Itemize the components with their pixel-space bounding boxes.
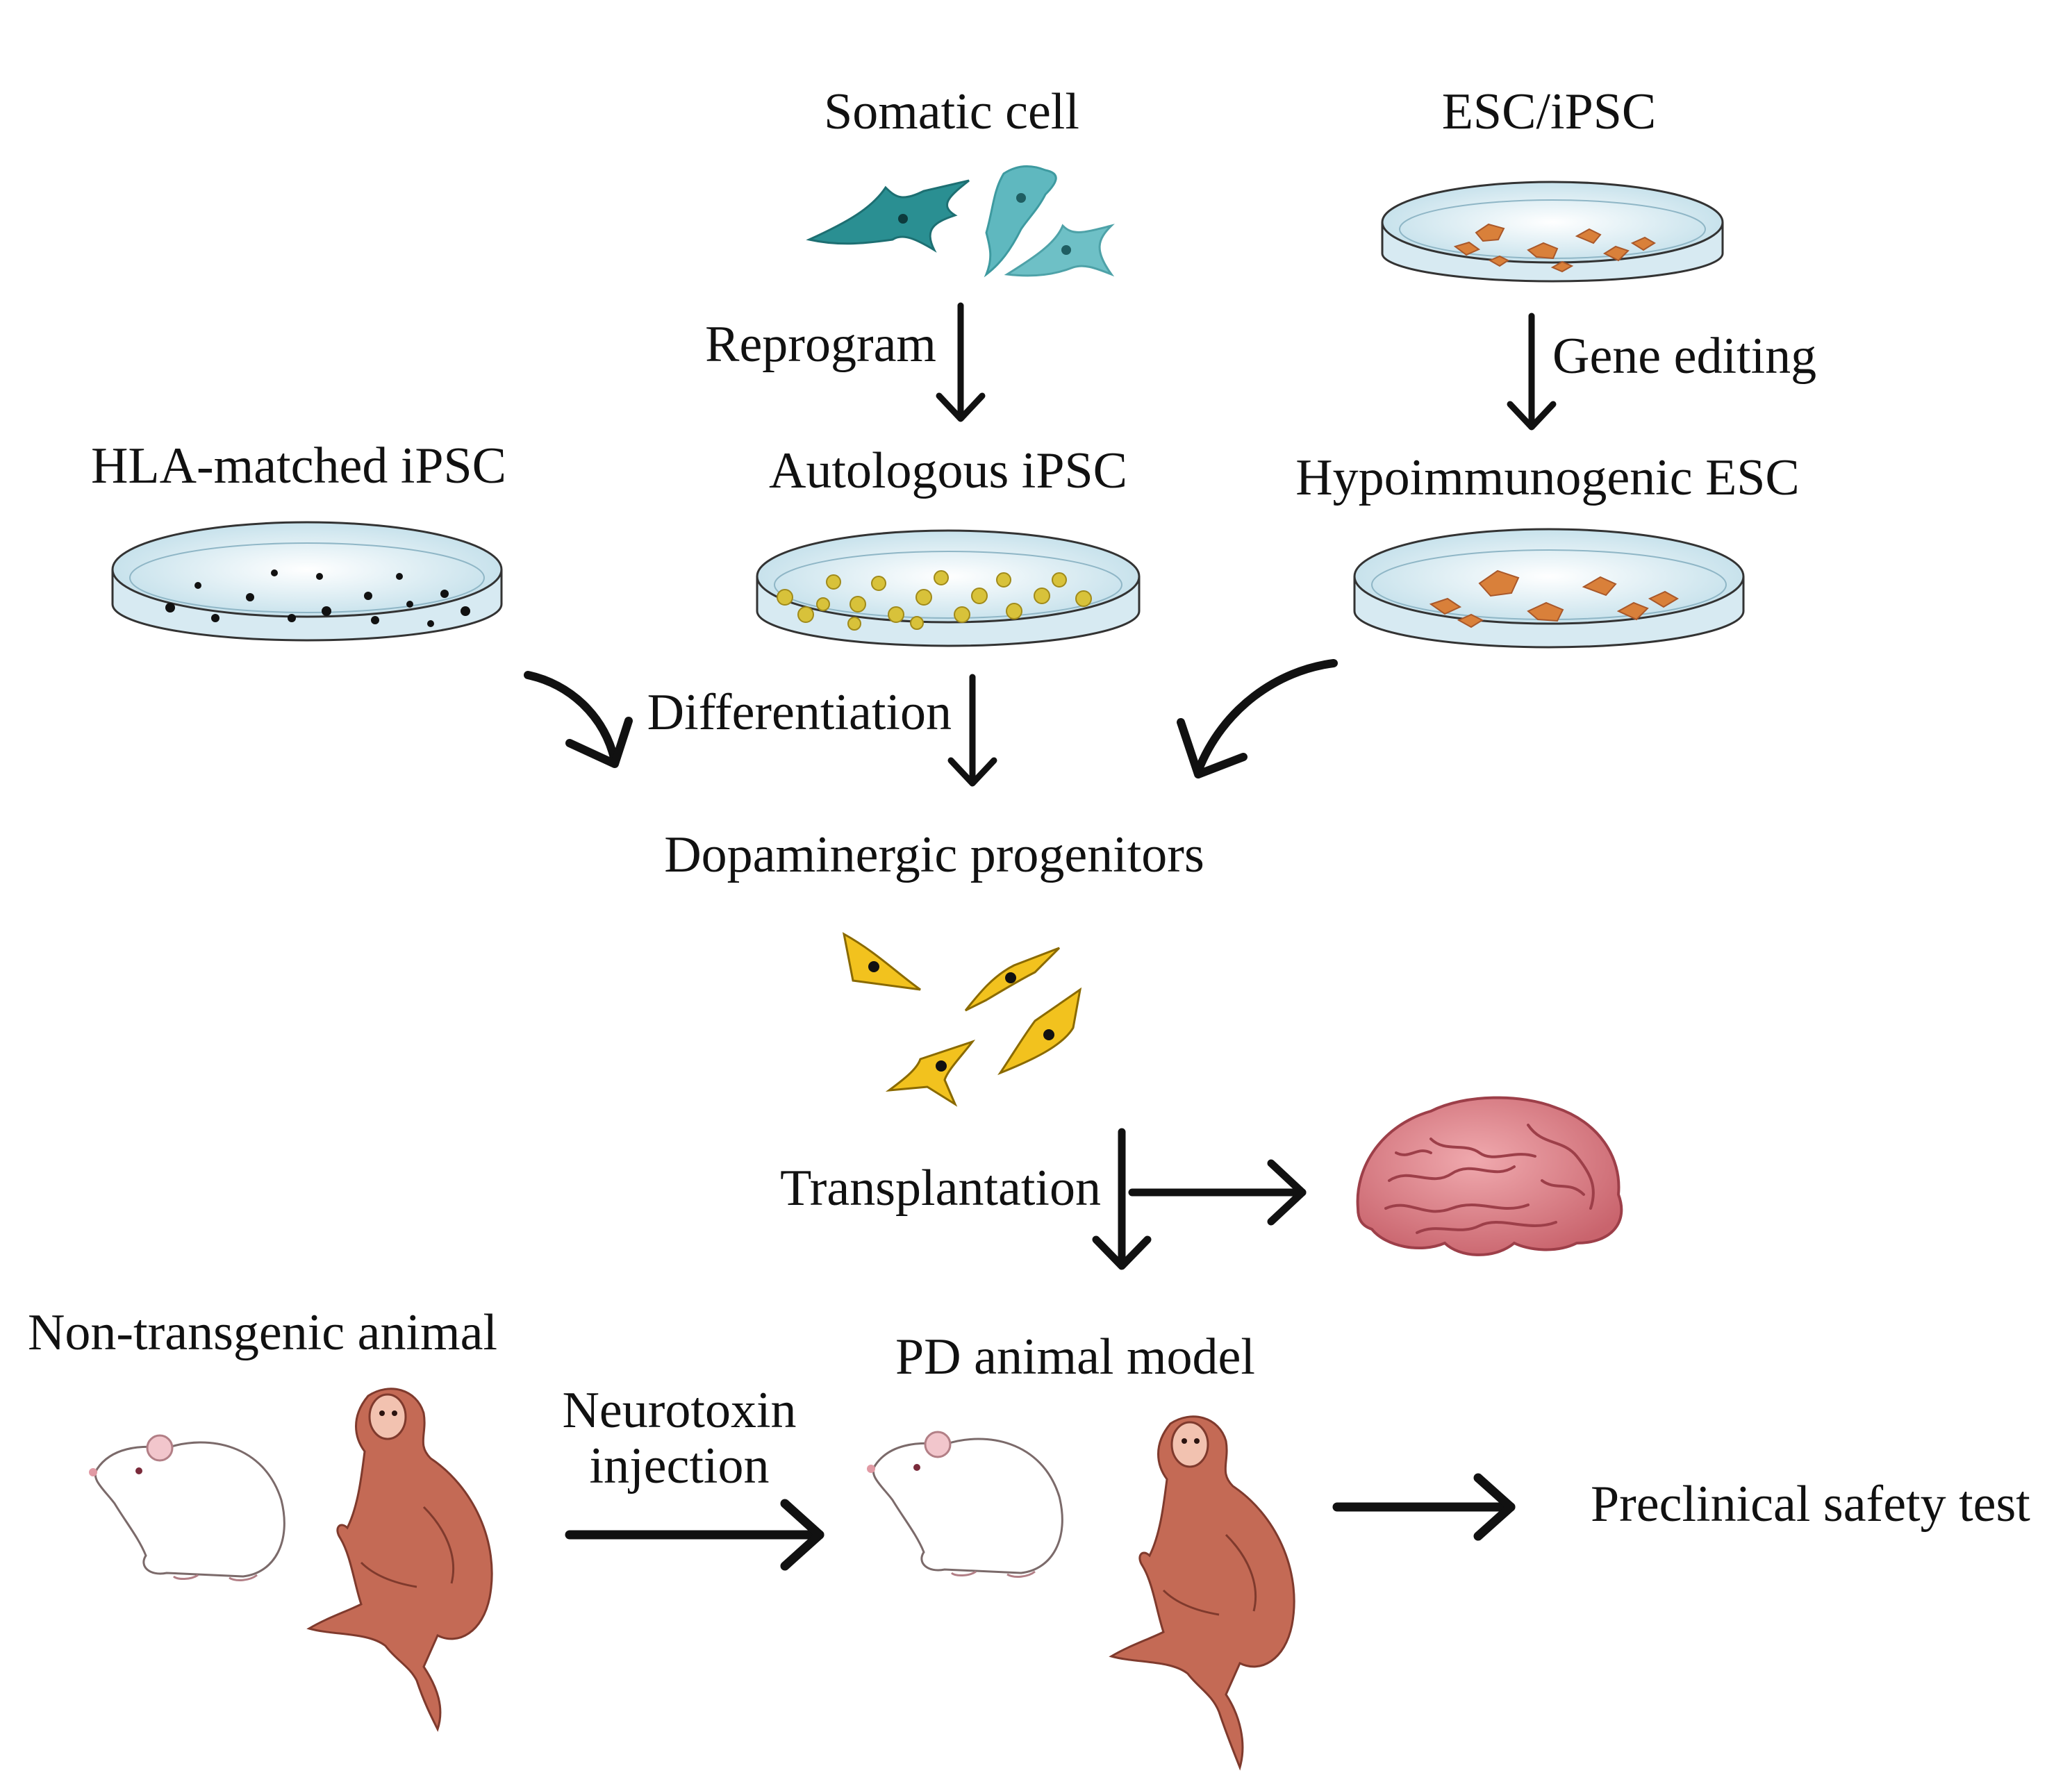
cell-icon xyxy=(984,165,1057,278)
rat-icon xyxy=(89,1434,285,1581)
esc-ipsc-label: ESC/iPSC xyxy=(1442,83,1657,140)
cell-icon xyxy=(964,947,1061,1012)
hla-matched-ipsc-label: HLA-matched iPSC xyxy=(91,438,506,494)
non-transgenic-animal-label: Non-transgenic animal xyxy=(28,1304,497,1361)
somatic-cells xyxy=(806,165,1115,278)
pd-animal-model-label: PD animal model xyxy=(895,1329,1255,1385)
gene-editing-label: Gene editing xyxy=(1552,328,1816,385)
transplantation-right-arrow xyxy=(1128,1159,1307,1226)
hla-matched-ipsc-dish xyxy=(111,521,503,642)
rat-icon xyxy=(867,1431,1063,1578)
reprogram-label: Reprogram xyxy=(705,316,936,373)
autologous-ipsc-label: Autologous iPSC xyxy=(769,442,1127,499)
somatic-cell-label: Somatic cell xyxy=(824,83,1079,140)
differentiation-arrow xyxy=(947,674,997,787)
transplantation-down-arrow xyxy=(1092,1128,1152,1270)
gene-editing-arrow xyxy=(1507,313,1557,431)
dopaminergic-progenitors-label: Dopaminergic progenitors xyxy=(664,826,1204,883)
autologous-ipsc-dish xyxy=(756,529,1141,647)
monkey-icon xyxy=(1109,1415,1295,1771)
neurotoxin-injection-arrow xyxy=(565,1499,824,1571)
hypoimmunogenic-esc-dish xyxy=(1353,528,1745,649)
monkey-icon xyxy=(306,1388,493,1732)
hla-to-progenitors-arrow xyxy=(524,671,633,768)
injection-label: injection xyxy=(590,1438,770,1494)
cell-icon xyxy=(806,179,970,253)
cell-icon xyxy=(885,1040,976,1107)
esc-ipsc-dish xyxy=(1381,181,1724,283)
neurotoxin-label: Neurotoxin xyxy=(562,1382,796,1439)
hypoimmunogenic-esc-label: Hypoimmunogenic ESC xyxy=(1295,449,1800,506)
preclinical-arrow xyxy=(1332,1473,1516,1541)
cell-icon xyxy=(1004,224,1115,277)
preclinical-safety-test-label: Preclinical safety test xyxy=(1591,1476,2030,1533)
hypo-to-progenitors-arrow xyxy=(1177,659,1338,778)
brain-icon xyxy=(1356,1096,1623,1256)
cell-icon xyxy=(997,987,1082,1076)
transplantation-label: Transplantation xyxy=(780,1160,1101,1217)
cell-icon xyxy=(842,932,921,991)
progenitor-cells xyxy=(842,932,1082,1107)
reprogram-arrow xyxy=(936,302,986,422)
differentiation-label: Differentiation xyxy=(647,684,952,741)
